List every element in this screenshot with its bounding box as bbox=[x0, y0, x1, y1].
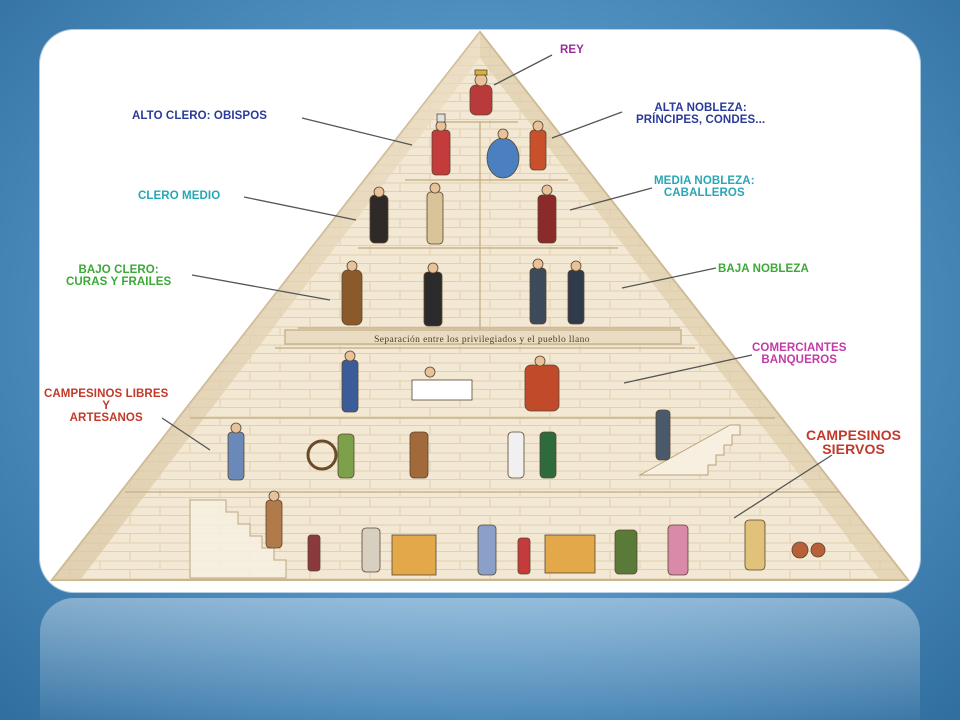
label-campesinos-libres: CAMPESINOS LIBRES Y ARTESANOS bbox=[44, 388, 169, 424]
separator-banner: Separación entre los privilegiados y el … bbox=[374, 335, 590, 345]
figures bbox=[227, 69, 826, 576]
slide-card: Separación entre los privilegiados y el … bbox=[40, 30, 920, 592]
king-figure bbox=[469, 69, 493, 116]
low-clergy-figures bbox=[341, 260, 443, 327]
artisan-figures bbox=[227, 409, 671, 481]
label-clero-medio: CLERO MEDIO bbox=[138, 190, 221, 202]
bishop-figure bbox=[431, 113, 451, 176]
label-comerciantes: COMERCIANTES BANQUEROS bbox=[752, 342, 847, 366]
knight-figure bbox=[537, 184, 557, 244]
high-nobility-figures bbox=[486, 120, 547, 179]
label-alta-nobleza: ALTA NOBLEZA: PRÍNCIPES, CONDES... bbox=[636, 102, 766, 126]
label-baja-nobleza: BAJA NOBLEZA bbox=[718, 263, 809, 275]
label-alto-clero: ALTO CLERO: OBISPOS bbox=[132, 110, 268, 122]
slide-reflection bbox=[40, 598, 920, 720]
serf-figures bbox=[265, 490, 826, 576]
low-nobility-figures bbox=[529, 258, 585, 325]
tier-lines bbox=[125, 121, 840, 493]
label-campesinos-siervos: CAMPESINOS SIERVOS bbox=[806, 427, 902, 457]
merchant-figures bbox=[341, 350, 560, 413]
label-bajo-clero: BAJO CLERO: CURAS Y FRAILES bbox=[66, 264, 172, 288]
leader-lines bbox=[161, 54, 833, 519]
middle-clergy-figures bbox=[369, 182, 444, 245]
label-rey: REY bbox=[560, 44, 584, 56]
stairs bbox=[189, 424, 741, 579]
label-media-nobleza: MEDIA NOBLEZA: CABALLEROS bbox=[654, 175, 755, 199]
pyramid-illustration bbox=[49, 30, 911, 581]
